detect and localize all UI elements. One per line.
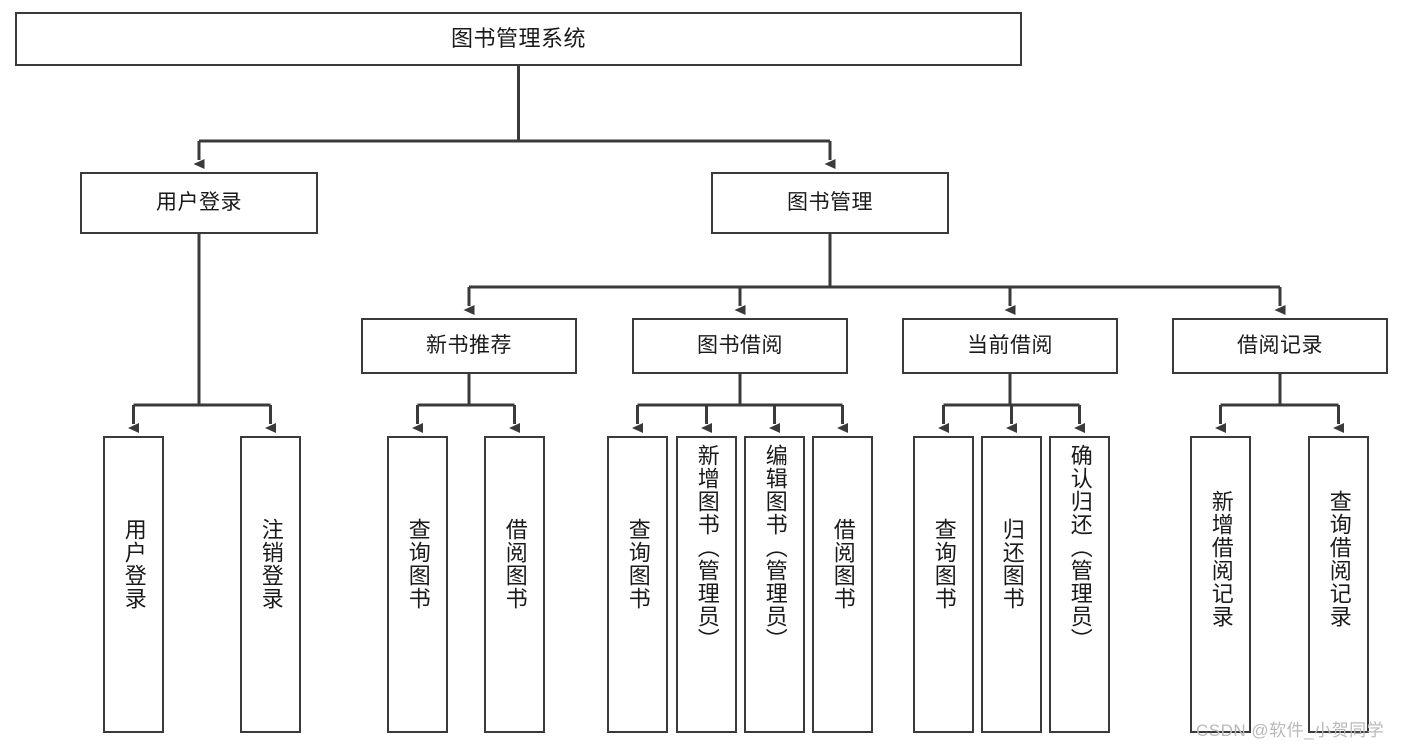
node-current-borrow-label: 当前借阅 — [967, 333, 1053, 357]
node-user-login-label: 用户登录 — [156, 190, 242, 214]
node-leaf-query-book-2-label: 查询图书 — [625, 518, 651, 610]
node-leaf-query-book-1-label: 查询图书 — [405, 518, 431, 610]
node-borrow-record-label: 借阅记录 — [1237, 333, 1323, 357]
node-leaf-add-book-admin[interactable]: 新增图书（管理员） — [676, 436, 737, 733]
node-user-login[interactable]: 用户登录 — [80, 172, 318, 234]
node-leaf-borrow-book-1[interactable]: 借阅图书 — [484, 436, 545, 733]
node-leaf-query-book-1[interactable]: 查询图书 — [387, 436, 448, 733]
node-leaf-borrow-book-2-label: 借阅图书 — [830, 518, 856, 610]
node-book-borrow[interactable]: 图书借阅 — [632, 318, 848, 374]
node-leaf-user-login-label: 用户登录 — [121, 518, 147, 610]
node-root-label: 图书管理系统 — [450, 26, 586, 52]
node-leaf-add-borrow-record[interactable]: 新增借阅记录 — [1190, 436, 1251, 733]
node-leaf-confirm-return-admin-label: 确认归还（管理员） — [1067, 444, 1093, 651]
node-borrow-record[interactable]: 借阅记录 — [1172, 318, 1388, 374]
node-book-borrow-label: 图书借阅 — [697, 333, 783, 357]
node-leaf-borrow-book-2[interactable]: 借阅图书 — [812, 436, 873, 733]
node-leaf-query-borrow-record[interactable]: 查询借阅记录 — [1308, 436, 1369, 733]
node-book-manage-label: 图书管理 — [787, 190, 873, 214]
node-book-manage[interactable]: 图书管理 — [711, 172, 949, 234]
node-leaf-query-book-2[interactable]: 查询图书 — [607, 436, 668, 733]
node-leaf-confirm-return-admin[interactable]: 确认归还（管理员） — [1049, 436, 1110, 733]
node-new-book-rec[interactable]: 新书推荐 — [361, 318, 577, 374]
node-leaf-user-login[interactable]: 用户登录 — [103, 436, 164, 733]
node-current-borrow[interactable]: 当前借阅 — [902, 318, 1118, 374]
node-leaf-return-book-label: 归还图书 — [999, 518, 1025, 610]
node-leaf-return-book[interactable]: 归还图书 — [981, 436, 1042, 733]
node-leaf-borrow-book-1-label: 借阅图书 — [502, 518, 528, 610]
node-leaf-edit-book-admin[interactable]: 编辑图书（管理员） — [744, 436, 805, 733]
node-root[interactable]: 图书管理系统 — [15, 12, 1022, 66]
node-leaf-edit-book-admin-label: 编辑图书（管理员） — [762, 444, 788, 651]
node-leaf-query-book-3-label: 查询图书 — [931, 518, 957, 610]
csdn-watermark: CSDN @软件_小贺同学 — [1196, 721, 1385, 740]
node-leaf-logout[interactable]: 注销登录 — [240, 436, 301, 733]
node-leaf-logout-label: 注销登录 — [258, 518, 284, 610]
node-leaf-query-book-3[interactable]: 查询图书 — [913, 436, 974, 733]
node-new-book-rec-label: 新书推荐 — [426, 333, 512, 357]
node-leaf-add-borrow-record-label: 新增借阅记录 — [1208, 490, 1234, 628]
node-leaf-query-borrow-record-label: 查询借阅记录 — [1326, 490, 1352, 628]
node-leaf-add-book-admin-label: 新增图书（管理员） — [694, 444, 720, 651]
